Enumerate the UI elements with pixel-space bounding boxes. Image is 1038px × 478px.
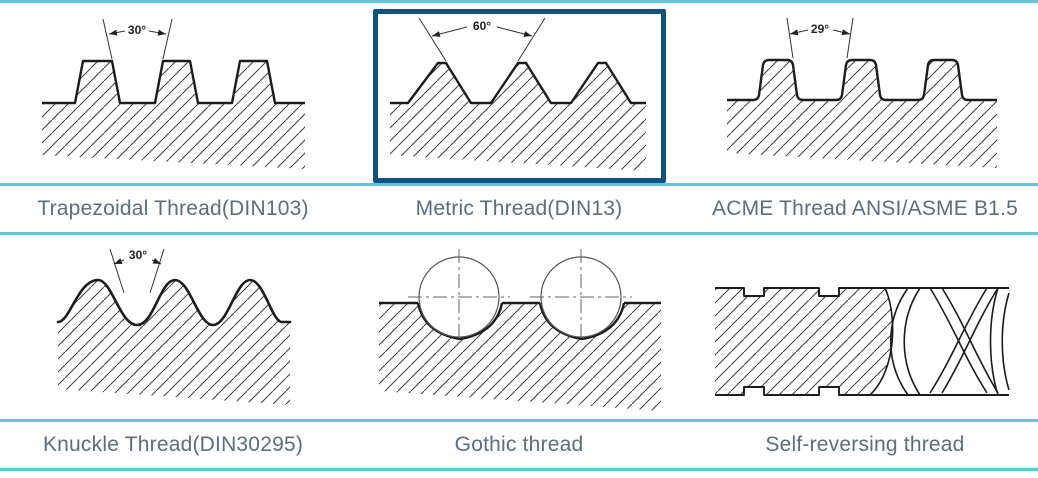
gothic-thread-diagram (379, 249, 661, 411)
caption-self-reversing: Self-reversing thread (765, 433, 965, 456)
caption-cell: ACME Thread ANSI/ASME B1.5 (692, 186, 1038, 232)
caption-cell: Trapezoidal Thread(DIN103) (0, 186, 346, 232)
thread-cell-gothic[interactable] (346, 235, 692, 419)
caption-metric: Metric Thread(DIN13) (415, 197, 623, 220)
angle-label: 30° (129, 248, 147, 262)
diagram-row-2: 30° (0, 235, 1038, 419)
caption-row-2: Knuckle Thread(DIN30295) Gothic thread S… (0, 422, 1038, 468)
caption-trapezoidal: Trapezoidal Thread(DIN103) (37, 197, 309, 220)
self-reversing-thread-diagram (715, 287, 1010, 396)
divider-2 (0, 232, 1038, 235)
thread-cell-metric[interactable]: 60° (346, 3, 692, 183)
diagram-row-1: 30° 60° (0, 3, 1038, 183)
caption-cell: Self-reversing thread (692, 422, 1038, 468)
acme-thread-diagram: 29° (727, 17, 997, 168)
angle-label: 60° (473, 19, 491, 33)
thread-cell-trapezoidal[interactable]: 30° (0, 3, 346, 183)
metric-thread-diagram: 60° (390, 17, 646, 171)
caption-knuckle: Knuckle Thread(DIN30295) (42, 433, 304, 456)
trapezoidal-thread-diagram: 30° (42, 18, 305, 169)
angle-label: 30° (128, 23, 146, 37)
divider-bottom (0, 468, 1038, 471)
thread-cell-acme[interactable]: 29° (692, 3, 1038, 183)
caption-row-1: Trapezoidal Thread(DIN103) Metric Thread… (0, 186, 1038, 232)
caption-gothic: Gothic thread (454, 433, 584, 456)
caption-cell: Gothic thread (346, 422, 692, 468)
divider-3 (0, 419, 1038, 422)
thread-cell-self-reversing[interactable] (692, 235, 1038, 419)
caption-acme: ACME Thread ANSI/ASME B1.5 (712, 197, 1018, 220)
caption-cell: Metric Thread(DIN13) (346, 186, 692, 232)
knuckle-thread-diagram: 30° (56, 248, 292, 405)
angle-label: 29° (811, 22, 829, 36)
divider-top (0, 0, 1038, 3)
thread-cell-knuckle[interactable]: 30° (0, 235, 346, 419)
caption-cell: Knuckle Thread(DIN30295) (0, 422, 346, 468)
divider-1 (0, 183, 1038, 186)
